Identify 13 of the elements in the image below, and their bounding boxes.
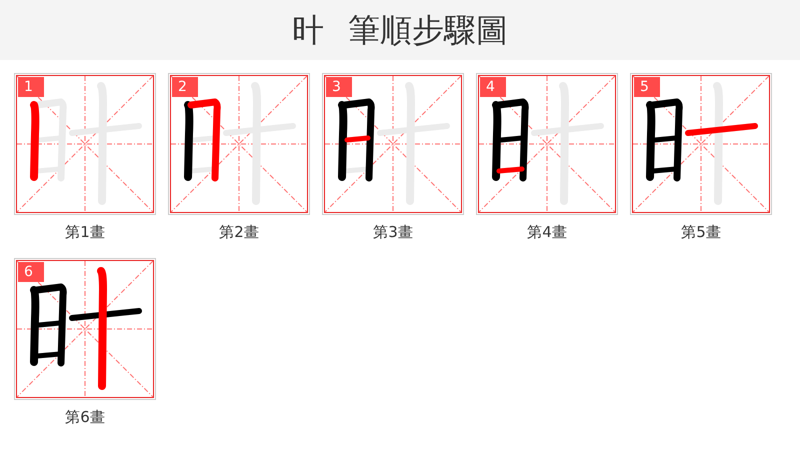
step-number: 2: [172, 77, 198, 97]
step-number: 3: [326, 77, 352, 97]
step-caption: 第5畫: [681, 223, 721, 241]
step-caption: 第6畫: [65, 408, 105, 426]
step-caption: 第4畫: [527, 223, 567, 241]
step-number: 6: [18, 262, 44, 282]
page-title: 旪 筆順步驟圖: [292, 10, 508, 50]
step-caption: 第1畫: [65, 223, 105, 241]
step-caption: 第3畫: [373, 223, 413, 241]
step-caption: 第2畫: [219, 223, 259, 241]
step-number: 1: [18, 77, 44, 97]
step-number: 5: [634, 77, 660, 97]
step-number: 4: [480, 77, 506, 97]
